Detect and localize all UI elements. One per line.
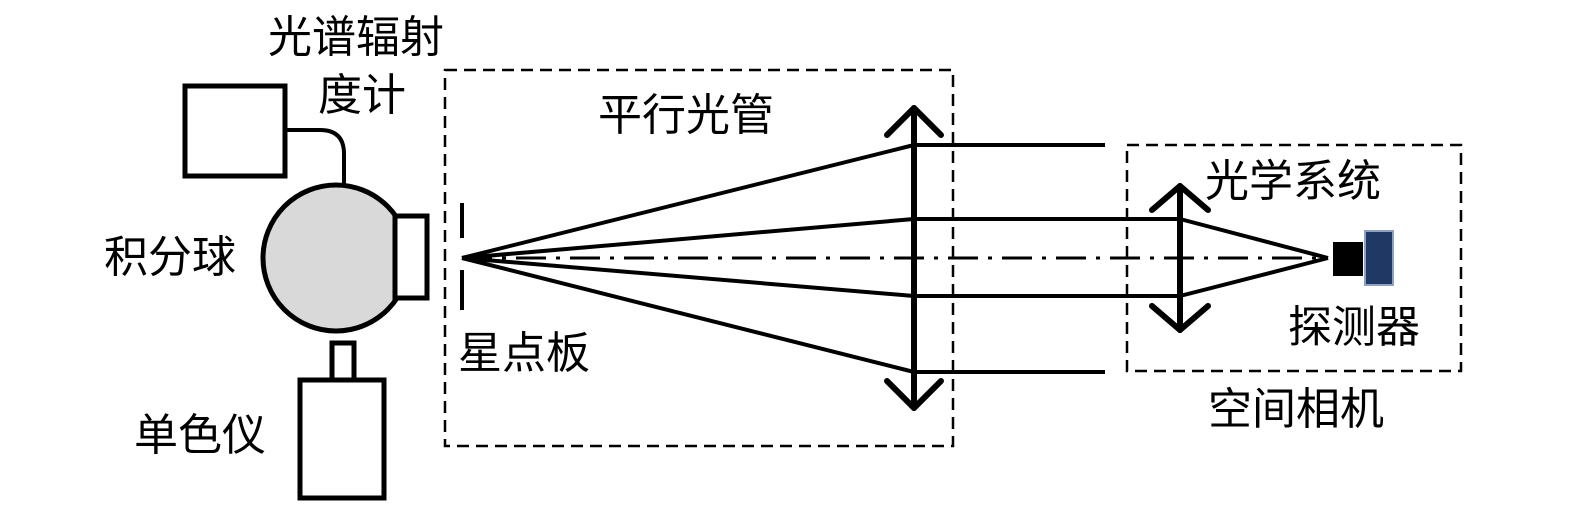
spectroradiometer-box <box>182 83 288 179</box>
collimator-label: 平行光管 <box>598 90 774 141</box>
detector-label: 探测器 <box>1288 302 1420 353</box>
monochromator-label: 单色仪 <box>134 410 266 461</box>
sphere-output-port <box>392 213 430 301</box>
parallel-beams <box>914 143 1180 374</box>
optical-system-label: 光学系统 <box>1205 156 1381 207</box>
star-plate-label: 星点板 <box>458 328 590 379</box>
optical-system-lens <box>1149 183 1211 333</box>
detector-body <box>1364 230 1394 286</box>
space-camera-frame <box>1125 143 1463 373</box>
diverging-rays <box>461 143 915 374</box>
spectroradiometer-label-line2: 度计 <box>318 70 406 121</box>
spectroradiometer-label-line1: 光谱辐射 <box>268 12 444 63</box>
spectroradiometer-cable <box>285 128 346 184</box>
monochromator-box <box>297 377 387 501</box>
converging-rays <box>1179 217 1329 298</box>
space-camera-label: 空间相机 <box>1208 384 1384 435</box>
integrating-sphere <box>260 182 412 334</box>
collimator-lens <box>884 105 944 411</box>
sphere-input-port <box>329 340 357 383</box>
detector-front <box>1333 242 1363 276</box>
integrating-sphere-label: 积分球 <box>104 232 236 283</box>
